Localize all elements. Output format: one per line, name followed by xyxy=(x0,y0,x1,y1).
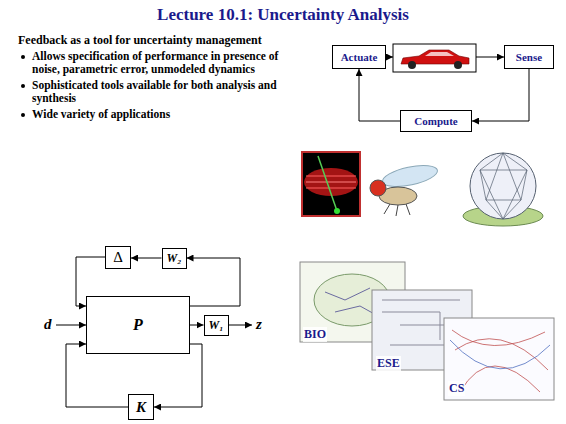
laser-stripe xyxy=(306,188,356,189)
slide-title: Lecture 10.1: Uncertainty Analysis xyxy=(0,5,566,25)
car-wheel xyxy=(454,61,462,69)
signal-connector xyxy=(187,258,241,306)
plant-block: P xyxy=(86,296,190,354)
box-label: Sense xyxy=(516,51,542,63)
signal-label: d xyxy=(44,316,52,333)
signal-connector xyxy=(359,69,400,121)
box-label: W₂ xyxy=(167,251,182,266)
box-label: Compute xyxy=(414,115,457,127)
network-lines xyxy=(450,340,550,369)
fly-leg xyxy=(384,204,390,214)
plant-box xyxy=(393,44,476,72)
fly-head xyxy=(370,180,386,196)
optics-image xyxy=(302,152,360,216)
bullet-dot xyxy=(21,84,25,88)
atom-dot xyxy=(334,208,340,214)
bullet-dot xyxy=(21,113,25,117)
box-label: Δ xyxy=(113,249,123,266)
signal-connector xyxy=(190,325,204,326)
panel-label: CS xyxy=(448,381,465,396)
pathway-lines xyxy=(325,288,378,316)
sphere-facets xyxy=(480,153,527,219)
section-heading: Feedback as a tool for uncertainty manag… xyxy=(18,33,286,47)
bullet-dot xyxy=(21,55,25,59)
fly-leg xyxy=(406,204,410,215)
atom-beam xyxy=(318,156,337,211)
box-label: W₁ xyxy=(209,318,224,333)
weight-block: W₁ xyxy=(204,315,229,336)
fly-leg xyxy=(396,205,398,216)
heading-text: Feedback as a tool for uncertainty manag… xyxy=(18,33,262,47)
laser-stripe xyxy=(306,182,356,183)
signal-connector xyxy=(472,69,529,121)
panel-label: ESE xyxy=(376,356,401,371)
laser-stripe xyxy=(306,176,356,177)
signal-label: z xyxy=(256,316,262,333)
weight-block: W₂ xyxy=(162,248,187,269)
box-label: Actuate xyxy=(341,51,378,63)
bullet-item: Wide variety of applications xyxy=(18,108,286,121)
cs-panel xyxy=(444,318,554,400)
bullet-text: Allows specification of performance in p… xyxy=(32,50,278,75)
bullet-text: Wide variety of applications xyxy=(32,108,170,120)
bullet-item: Sophisticated tools available for both a… xyxy=(18,79,286,105)
controller-block: K xyxy=(128,394,154,420)
signal-wire xyxy=(476,57,504,58)
bullet-text: Sophisticated tools available for both a… xyxy=(32,79,277,104)
geodesic-sphere xyxy=(470,153,536,219)
input-wire xyxy=(56,325,86,326)
output-wire xyxy=(227,325,252,326)
signal-connector xyxy=(131,258,162,259)
text-column: Feedback as a tool for uncertainty manag… xyxy=(18,33,286,124)
signal-wire xyxy=(386,57,393,58)
car-window xyxy=(425,52,454,56)
panel-label: BIO xyxy=(303,327,327,342)
uncertainty-block: Δ xyxy=(105,246,131,269)
box-label: K xyxy=(136,399,146,416)
network-lines xyxy=(452,330,548,392)
car-wheel xyxy=(408,61,416,69)
box-label: P xyxy=(133,316,143,334)
process-box: Actuate xyxy=(332,45,386,69)
process-box: Compute xyxy=(400,110,472,132)
fly-wing xyxy=(381,161,440,190)
bullet-item: Allows specification of performance in p… xyxy=(18,50,286,76)
process-box: Sense xyxy=(504,45,554,69)
